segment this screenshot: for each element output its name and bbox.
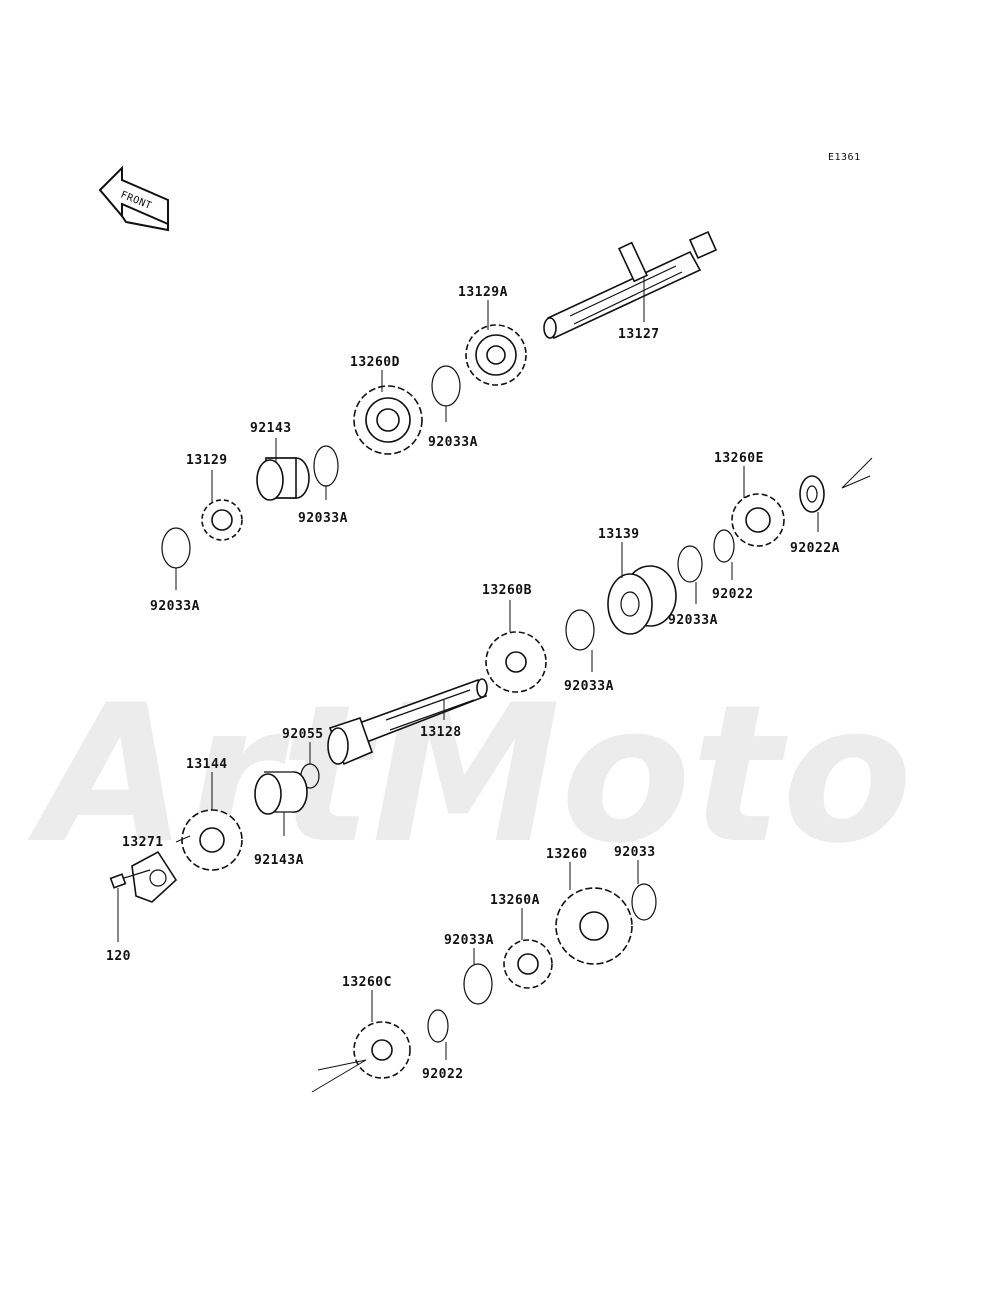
label-92022-2: 92022	[422, 1067, 464, 1082]
shaft-13127	[543, 230, 718, 340]
label-13260C: 13260C	[342, 975, 392, 990]
label-92033A-2: 92033A	[298, 511, 348, 526]
label-92033: 92033	[614, 845, 656, 860]
gear-13260B	[485, 631, 547, 693]
label-92022A: 92022A	[790, 541, 840, 556]
gear-13260C	[353, 1021, 411, 1079]
circlip-92033A-upper	[431, 365, 461, 407]
circlip-92033A-left	[161, 527, 191, 569]
label-13271: 13271	[122, 835, 164, 850]
label-92143: 92143	[250, 421, 292, 436]
label-13129: 13129	[186, 453, 228, 468]
washer-92022A	[799, 475, 825, 513]
front-arrow-icon: FRONT	[98, 165, 169, 232]
label-92033A-5: 92033A	[564, 679, 614, 694]
label-92033A-1: 92033A	[428, 435, 478, 450]
gear-13139	[607, 565, 677, 635]
label-13129A: 13129A	[458, 285, 508, 300]
gear-13260A	[503, 939, 553, 989]
circlip-92033A-mid	[313, 445, 339, 487]
label-13260A: 13260A	[490, 893, 540, 908]
bushing-92143A	[254, 771, 308, 815]
bushing-92143	[256, 457, 310, 501]
label-13144: 13144	[186, 757, 228, 772]
label-92022-1: 92022	[712, 587, 754, 602]
label-92055: 92055	[282, 727, 324, 742]
washer-92022-bottom	[427, 1009, 449, 1043]
label-92033A-6: 92033A	[444, 933, 494, 948]
part-labels: 13127 13129A 13260D 92033A 92143 13129 9…	[106, 285, 840, 1082]
circlip-92033	[631, 883, 657, 921]
circlip-92033A-center	[565, 609, 595, 651]
shaft-13128	[327, 678, 488, 766]
label-13139: 13139	[598, 527, 640, 542]
label-13128: 13128	[420, 725, 462, 740]
label-13127: 13127	[618, 327, 660, 342]
circlip-92033A-right	[677, 545, 703, 583]
leader-lines	[117, 276, 819, 1060]
gear-13260E	[731, 493, 785, 547]
label-92143A: 92143A	[254, 853, 304, 868]
sprocket-13144	[181, 809, 243, 871]
gear-13260	[555, 887, 633, 965]
label-13260E: 13260E	[714, 451, 764, 466]
washer-92022	[713, 529, 735, 563]
label-92033A-3: 92033A	[150, 599, 200, 614]
label-13260D: 13260D	[350, 355, 400, 370]
label-13260B: 13260B	[482, 583, 532, 598]
gear-13260D	[353, 385, 423, 455]
circlip-92033A-bottom	[463, 963, 493, 1005]
plate-13271	[131, 850, 178, 903]
bolt-120	[109, 869, 151, 889]
label-92033A-4: 92033A	[668, 613, 718, 628]
label-120: 120	[106, 949, 131, 964]
gear-13129A	[465, 324, 527, 386]
gear-13129	[201, 499, 243, 541]
diagram-ref-code: E1361	[828, 152, 861, 163]
label-13260: 13260	[546, 847, 588, 862]
